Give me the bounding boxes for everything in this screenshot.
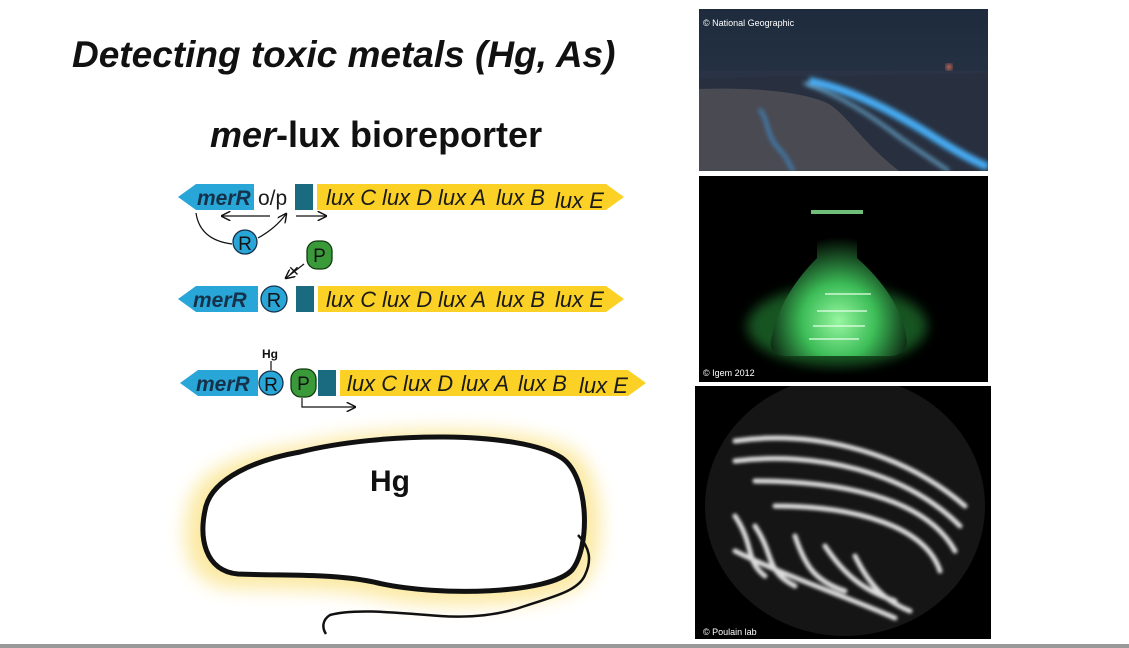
protein-P bbox=[306, 240, 333, 270]
lux-gene-label: lux C bbox=[326, 185, 376, 210]
photo-luminescent-plate: © Poulain lab bbox=[695, 386, 991, 639]
photo-bioluminescent-beach: © National Geographic bbox=[699, 9, 988, 171]
beach-image bbox=[699, 9, 988, 171]
mer-lux-diagram: merR o/p lux C lux D lux A lux B lux E R… bbox=[178, 184, 646, 635]
cell-mercury-label: Hg bbox=[370, 465, 410, 498]
construct-row-1: merR o/p lux C lux D lux A lux B lux E R… bbox=[178, 184, 624, 279]
protein-P-label: P bbox=[313, 246, 326, 267]
construct-row-3: merR Hg R P lux C lux D lux A lux B lux … bbox=[180, 347, 646, 407]
repressor-R-label: R bbox=[238, 234, 252, 255]
protein-P bbox=[290, 368, 317, 398]
repressor-R-label: R bbox=[267, 290, 281, 312]
transcription-arrow bbox=[301, 398, 355, 407]
merR-label: merR bbox=[193, 289, 248, 312]
lux-operon-arrow bbox=[317, 184, 624, 210]
merR-gene-arrow bbox=[178, 184, 254, 210]
blocked-binding-arrow bbox=[286, 263, 305, 278]
lux-gene-label: lux D bbox=[382, 287, 432, 312]
blocked-mark: ✕ bbox=[288, 263, 300, 279]
lux-gene-label: lux E bbox=[579, 373, 628, 398]
flagellum bbox=[322, 534, 591, 635]
lux-gene-label: lux E bbox=[555, 287, 604, 312]
repressor-R bbox=[258, 370, 284, 396]
operator-box bbox=[318, 370, 336, 396]
lux-gene-label: lux D bbox=[403, 371, 453, 396]
lux-operon-arrow bbox=[318, 286, 624, 312]
photo-credit: © Igem 2012 bbox=[703, 368, 755, 378]
bacterial-cell: Hg bbox=[184, 429, 601, 635]
protein-P-label: P bbox=[297, 374, 310, 395]
lux-gene-label: lux A bbox=[438, 185, 486, 210]
subtitle-rest: -lux bioreporter bbox=[276, 114, 543, 155]
lux-gene-label: lux B bbox=[496, 287, 545, 312]
lux-operon-arrow bbox=[340, 370, 646, 396]
repressor-R bbox=[260, 285, 288, 313]
photo-credit: © National Geographic bbox=[703, 18, 795, 28]
lux-gene-label: lux C bbox=[326, 287, 376, 312]
lux-gene-label: lux E bbox=[555, 188, 604, 213]
slide-subtitle: mer-lux bioreporter bbox=[210, 114, 542, 156]
operator-box bbox=[296, 286, 314, 312]
slide-bottom-rule bbox=[0, 644, 1129, 648]
merR-label: merR bbox=[197, 187, 252, 210]
mercury-label: Hg bbox=[262, 347, 278, 361]
merR-label: merR bbox=[196, 373, 251, 396]
lux-gene-label: lux B bbox=[518, 371, 567, 396]
photo-credit: © Poulain lab bbox=[703, 627, 757, 637]
construct-row-2: merR R lux C lux D lux A lux B lux E bbox=[178, 285, 624, 313]
operator-box bbox=[295, 184, 313, 210]
lux-gene-label: lux A bbox=[461, 371, 509, 396]
plate-image bbox=[695, 386, 991, 639]
lux-gene-label: lux A bbox=[438, 287, 486, 312]
repressor-R bbox=[232, 229, 258, 255]
merR-gene-arrow bbox=[180, 370, 258, 396]
slide-title: Detecting toxic metals (Hg, As) bbox=[72, 34, 616, 75]
cell-membrane bbox=[200, 434, 587, 594]
subtitle-italic-part: mer bbox=[210, 114, 277, 155]
operator-promoter-label: o/p bbox=[258, 187, 287, 210]
lux-gene-label: lux B bbox=[496, 185, 545, 210]
merR-gene-arrow bbox=[178, 286, 258, 312]
repressor-R-label: R bbox=[264, 375, 278, 396]
photo-glowing-flask: © Igem 2012 bbox=[699, 176, 988, 382]
lux-gene-label: lux C bbox=[347, 371, 397, 396]
repressor-binding-arrow bbox=[195, 213, 286, 245]
lux-gene-label: lux D bbox=[382, 185, 432, 210]
flask-image bbox=[699, 176, 988, 382]
